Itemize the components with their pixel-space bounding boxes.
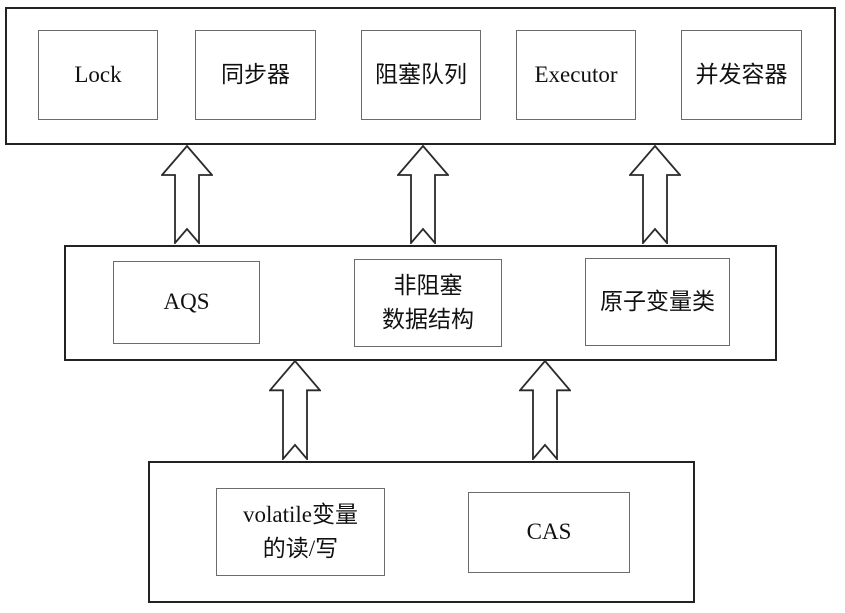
box-nonblocking-data-structure: 非阻塞 数据结构: [354, 259, 502, 347]
up-arrow-icon: [629, 145, 681, 244]
box-concurrent-container: 并发容器: [681, 30, 802, 120]
box-cas: CAS: [468, 492, 630, 573]
box-aqs: AQS: [113, 261, 260, 344]
box-synchronizer: 同步器: [195, 30, 316, 120]
up-arrow-icon: [161, 145, 213, 244]
up-arrow-icon: [269, 360, 321, 460]
up-arrow-icon: [519, 360, 571, 460]
box-executor: Executor: [516, 30, 636, 120]
box-volatile-read-write: volatile变量 的读/写: [216, 488, 385, 576]
box-blocking-queue: 阻塞队列: [361, 30, 481, 120]
box-lock: Lock: [38, 30, 158, 120]
up-arrow-icon: [397, 145, 449, 244]
box-atomic-variable-class: 原子变量类: [585, 258, 730, 346]
